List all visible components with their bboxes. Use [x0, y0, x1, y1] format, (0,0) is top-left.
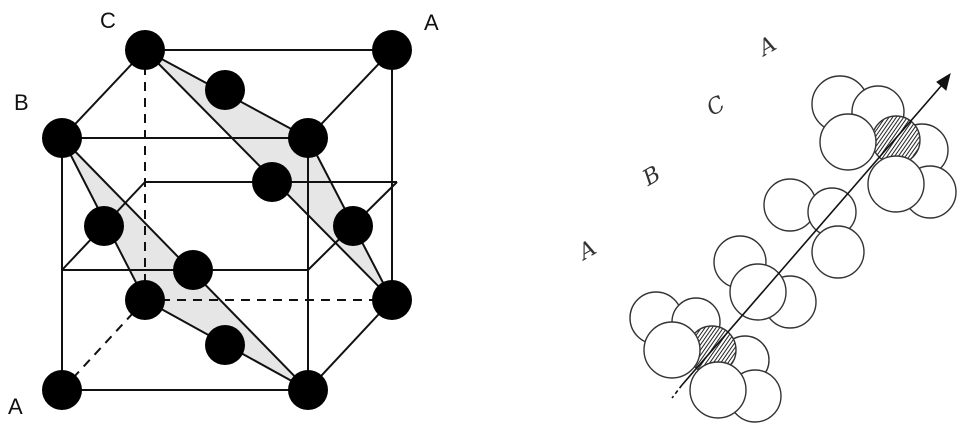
atoms [42, 30, 412, 410]
sphere [643, 321, 701, 379]
label-a-bottom: A [8, 394, 23, 419]
hidden-edges [61, 50, 392, 391]
arrow-head-icon [936, 72, 951, 91]
atom [372, 280, 412, 320]
sphere-cluster-bottom [629, 291, 782, 423]
label-a-top: A [424, 10, 439, 35]
atom [125, 30, 165, 70]
stacking-axis-arrow [671, 72, 951, 399]
label-b-left: B [14, 90, 29, 115]
sphere-cluster-middle-lower [713, 235, 817, 329]
atom [205, 70, 245, 110]
atom [205, 325, 245, 365]
atom [288, 118, 328, 158]
sphere [811, 225, 865, 279]
atom [333, 206, 373, 246]
sphere [763, 178, 817, 232]
atom [372, 30, 412, 70]
atom [288, 370, 328, 410]
atom [42, 370, 82, 410]
label-c-top: C [100, 8, 116, 33]
atom [42, 118, 82, 158]
fcc-cube-diagram [42, 30, 412, 410]
atom [173, 250, 213, 290]
atom [84, 206, 124, 246]
stacking-diagram [629, 72, 957, 423]
sphere-cluster-middle-upper [763, 178, 865, 279]
atom [125, 280, 165, 320]
sphere [689, 361, 747, 419]
sphere-cluster-top [811, 75, 957, 219]
sphere [729, 263, 787, 321]
sphere [819, 113, 877, 171]
atom [252, 162, 292, 202]
sphere [867, 155, 925, 213]
